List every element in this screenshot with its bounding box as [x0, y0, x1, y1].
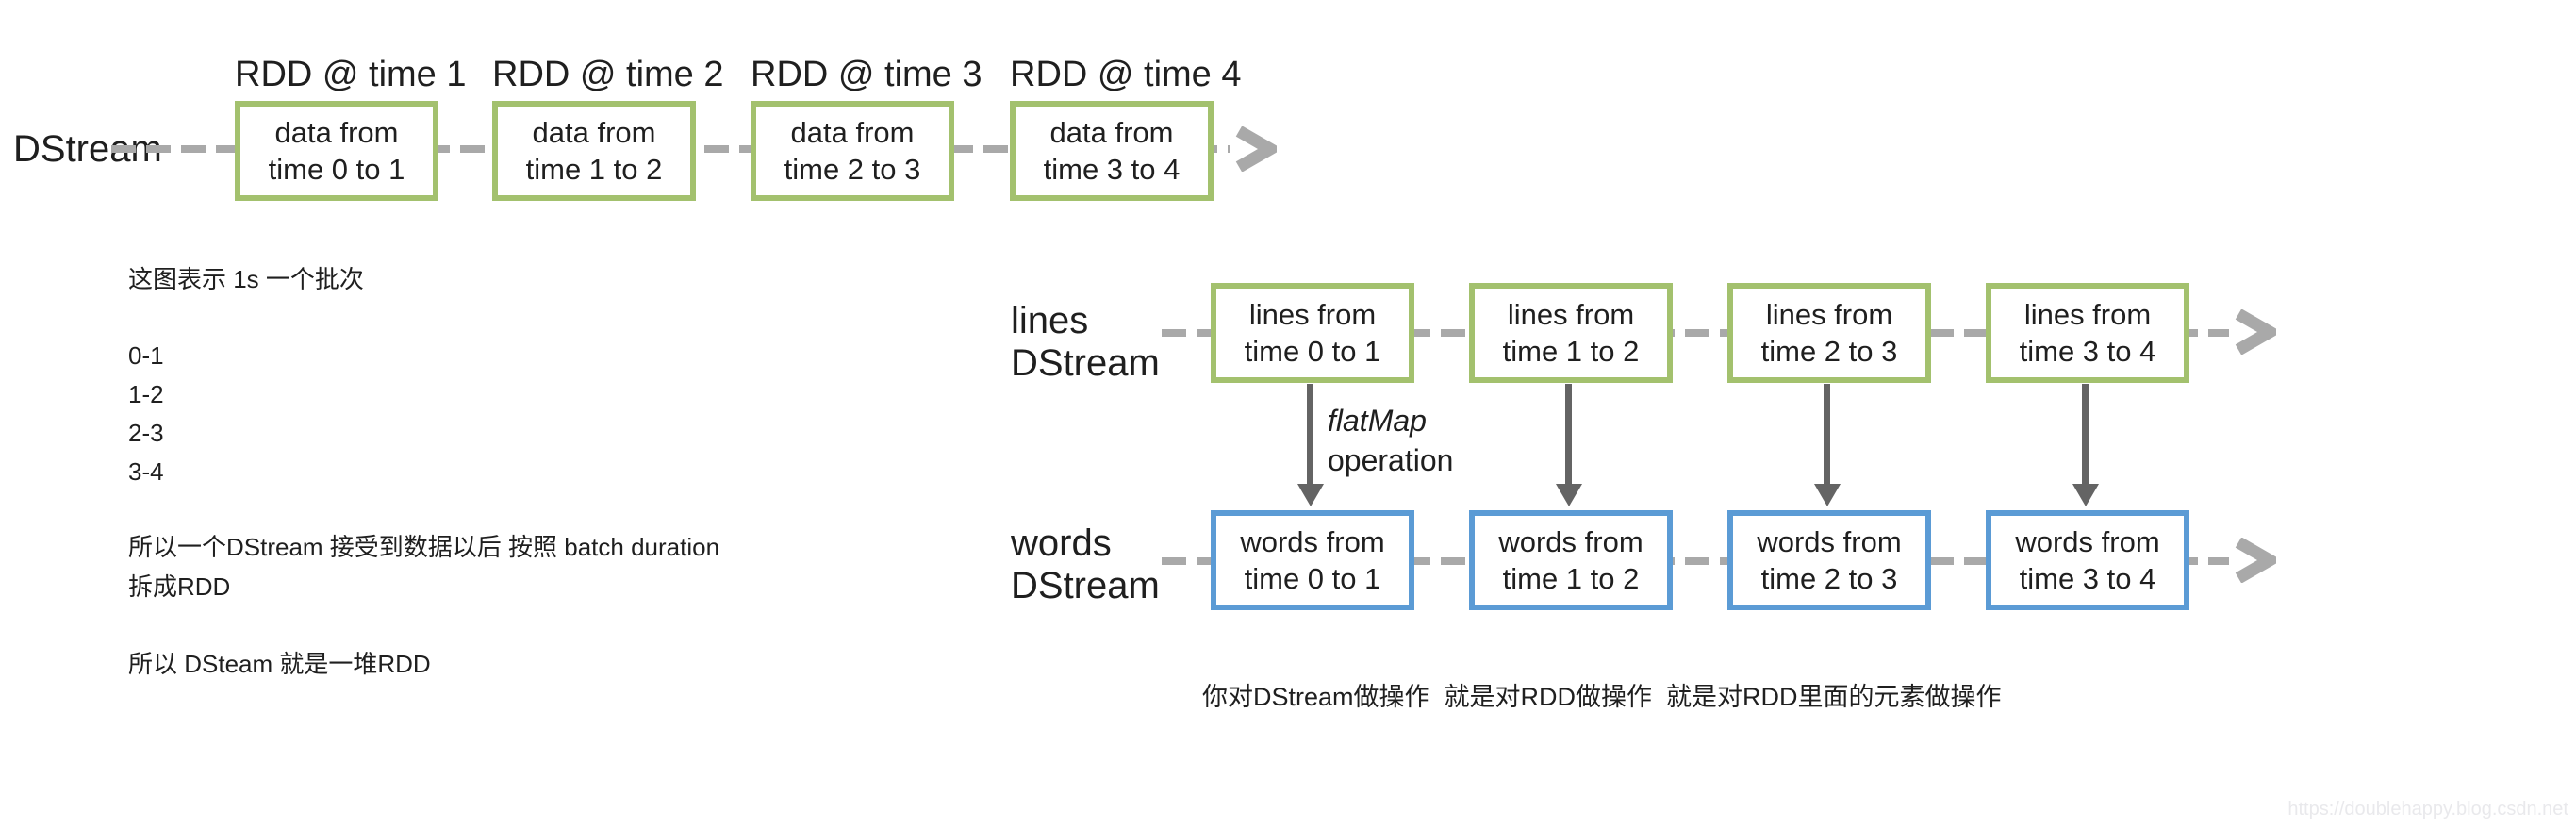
lines-box-3: lines from time 2 to 3: [1727, 283, 1931, 383]
rdd-box-4-line1: data from: [1049, 116, 1174, 149]
lines-dstream-label-line2: DStream: [1011, 342, 1160, 384]
flatmap-arrow-icon-3: [1814, 384, 1841, 508]
words-box-4-line1: words from: [2015, 525, 2160, 558]
lines-box-2: lines from time 1 to 2: [1469, 283, 1673, 383]
rdd-box-3-line2: time 2 to 3: [784, 153, 921, 186]
words-box-3-line1: words from: [1757, 525, 1902, 558]
rdd-header-2: RDD @ time 2: [492, 55, 724, 94]
rdd-header-1: RDD @ time 1: [235, 55, 467, 94]
lines-box-4: lines from time 3 to 4: [1986, 283, 2189, 383]
lines-box-2-line2: time 1 to 2: [1502, 335, 1640, 368]
note-conclusion: 所以 DSteam 就是一堆RDD: [128, 650, 431, 678]
flatmap-arrow-icon-1: [1297, 384, 1324, 508]
flatmap-arrow-icon-4: [2072, 384, 2099, 508]
rdd-box-4-line2: time 3 to 4: [1043, 153, 1181, 186]
lines-arrow-icon: [2235, 309, 2276, 355]
words-arrow-icon: [2235, 538, 2276, 583]
note-interval-4: 3-4: [128, 457, 164, 486]
words-box-2-line2: time 1 to 2: [1502, 562, 1640, 595]
rdd-box-3-line1: data from: [790, 116, 915, 149]
lines-box-3-line2: time 2 to 3: [1760, 335, 1898, 368]
rdd-box-2-line2: time 1 to 2: [525, 153, 663, 186]
flatmap-arrow-icon-2: [1556, 384, 1582, 508]
words-box-3: words from time 2 to 3: [1727, 510, 1931, 610]
note-batch: 这图表示 1s 一个批次: [128, 265, 364, 293]
words-box-4: words from time 3 to 4: [1986, 510, 2189, 610]
lines-box-4-line2: time 3 to 4: [2019, 335, 2156, 368]
lines-timeline-dashed-line: [1162, 329, 2229, 337]
rdd-box-1-line2: time 0 to 1: [268, 153, 405, 186]
rdd-box-4: data from time 3 to 4: [1010, 101, 1214, 201]
note-explain-line2: 拆成RDD: [128, 572, 231, 601]
rdd-box-1-line1: data from: [274, 116, 399, 149]
rdd-box-1: data from time 0 to 1: [235, 101, 438, 201]
words-box-1-line2: time 0 to 1: [1244, 562, 1381, 595]
lines-box-1-line1: lines from: [1248, 298, 1377, 331]
lines-box-2-line1: lines from: [1507, 298, 1635, 331]
words-box-2: words from time 1 to 2: [1469, 510, 1673, 610]
words-dstream-label-line1: words: [1011, 522, 1112, 564]
words-dstream-label-line2: DStream: [1011, 565, 1160, 606]
note-explain-line1: 所以一个DStream 接受到数据以后 按照 batch duration: [128, 533, 720, 561]
rdd-header-3: RDD @ time 3: [751, 55, 983, 94]
note-interval-3: 2-3: [128, 419, 164, 447]
words-box-4-line2: time 3 to 4: [2019, 562, 2156, 595]
words-box-3-line2: time 2 to 3: [1760, 562, 1898, 595]
words-dstream-label: words DStream: [1011, 522, 1160, 607]
words-box-1: words from time 0 to 1: [1211, 510, 1414, 610]
lines-dstream-label: lines DStream: [1011, 300, 1160, 385]
bottom-note: 你对DStream做操作 就是对RDD做操作 就是对RDD里面的元素做操作: [1202, 683, 2002, 711]
rdd-box-3: data from time 2 to 3: [751, 101, 954, 201]
words-timeline-dashed-line: [1162, 557, 2229, 565]
rdd-box-2-line1: data from: [532, 116, 656, 149]
flatmap-operation-word: operation: [1328, 443, 1454, 477]
watermark-url: https://doublehappy.blog.csdn.net: [2287, 799, 2568, 820]
lines-box-3-line1: lines from: [1765, 298, 1893, 331]
lines-box-1: lines from time 0 to 1: [1211, 283, 1414, 383]
lines-box-4-line1: lines from: [2023, 298, 2152, 331]
rdd-box-2: data from time 1 to 2: [492, 101, 696, 201]
note-interval-1: 0-1: [128, 341, 164, 370]
words-box-1-line1: words from: [1240, 525, 1385, 558]
dstream-arrow-icon: [1235, 126, 1277, 172]
lines-dstream-label-line1: lines: [1011, 300, 1089, 341]
note-interval-2: 1-2: [128, 380, 164, 408]
lines-box-1-line2: time 0 to 1: [1244, 335, 1381, 368]
words-box-2-line1: words from: [1498, 525, 1643, 558]
flatmap-operation-name: flatMap: [1328, 404, 1427, 438]
rdd-header-4: RDD @ time 4: [1010, 55, 1242, 94]
